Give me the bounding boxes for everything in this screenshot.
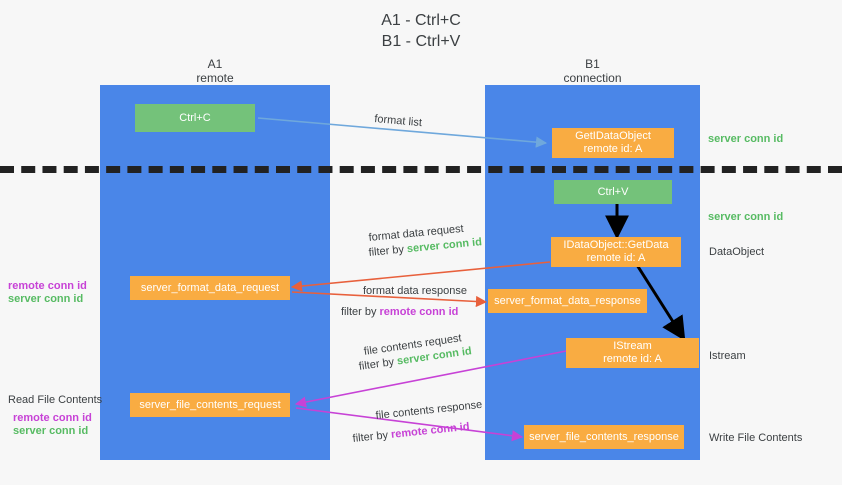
box-server-file-contents-request[interactable]: server_file_contents_request bbox=[130, 393, 290, 417]
edge-label-format-list: format list bbox=[373, 112, 423, 130]
left-label-server-conn-id-2: server conn id bbox=[13, 425, 89, 437]
right-label-istream: Istream bbox=[709, 350, 746, 362]
box-server-format-data-response[interactable]: server_format_data_response bbox=[488, 289, 647, 313]
right-label-server-conn-id-top: server conn id bbox=[708, 133, 784, 145]
left-label-read-file-contents: Read File Contents bbox=[8, 394, 103, 406]
page-title: A1 - Ctrl+C B1 - Ctrl+V bbox=[381, 12, 461, 50]
lane-header-a1: A1 remote bbox=[196, 57, 234, 85]
filter-prefix: filter by bbox=[368, 243, 408, 259]
left-label-remote-conn-id-2: remote conn id bbox=[13, 412, 92, 424]
edge-label-file-contents-response-filter: filter by remote conn id bbox=[352, 420, 470, 446]
filter-prefix: filter by bbox=[341, 306, 380, 318]
left-label-remote-conn-id-1: remote conn id bbox=[8, 280, 87, 292]
lane-header-b1: B1 connection bbox=[563, 57, 622, 85]
separator-dashed-line bbox=[0, 166, 842, 173]
left-label-server-conn-id-1: server conn id bbox=[8, 293, 84, 305]
filter-value-remote-conn-id: remote conn id bbox=[390, 420, 471, 441]
right-label-dataobject: DataObject bbox=[709, 246, 765, 258]
right-label-server-conn-id-mid: server conn id bbox=[708, 211, 784, 223]
box-server-file-contents-response[interactable]: server_file_contents_response bbox=[524, 425, 684, 449]
edge-label-format-data-response: format data response bbox=[363, 285, 467, 297]
right-label-write-file-contents: Write File Contents bbox=[709, 432, 803, 444]
box-server-format-data-request[interactable]: server_format_data_request bbox=[130, 276, 290, 300]
filter-value-remote-conn-id: remote conn id bbox=[379, 306, 459, 318]
edge-label-format-data-response-filter: filter by remote conn id bbox=[341, 305, 458, 319]
box-ctrl-v[interactable]: Ctrl+V bbox=[554, 180, 672, 204]
filter-prefix: filter by bbox=[358, 355, 398, 373]
box-idataobject-getdata[interactable]: IDataObject::GetData remote id: A bbox=[551, 237, 681, 267]
box-get-idataobject[interactable]: GetIDataObject remote id: A bbox=[552, 128, 674, 158]
box-ctrl-c[interactable]: Ctrl+C bbox=[135, 104, 255, 132]
box-istream[interactable]: IStream remote id: A bbox=[566, 338, 699, 368]
filter-prefix: filter by bbox=[352, 428, 392, 445]
